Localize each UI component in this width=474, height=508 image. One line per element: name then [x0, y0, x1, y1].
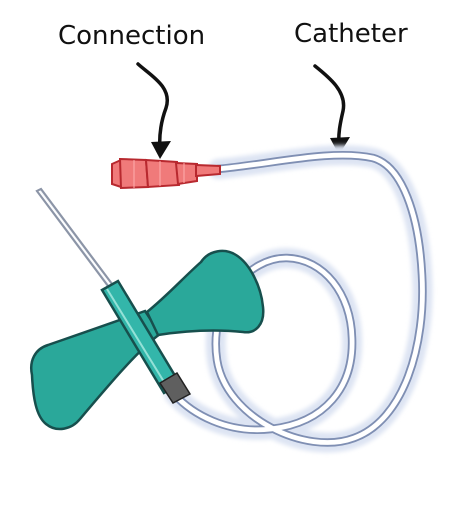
catheter-arrow-icon [313, 64, 350, 155]
needle [35, 187, 120, 296]
catheter-tubing [164, 145, 433, 453]
butterfly-wings [30, 249, 265, 431]
connection-label: Connection [58, 21, 205, 51]
connection-arrow-icon [136, 62, 171, 159]
luer-connector [111, 157, 221, 190]
catheter-label: Catheter [294, 19, 408, 49]
needle-hub [100, 279, 192, 404]
